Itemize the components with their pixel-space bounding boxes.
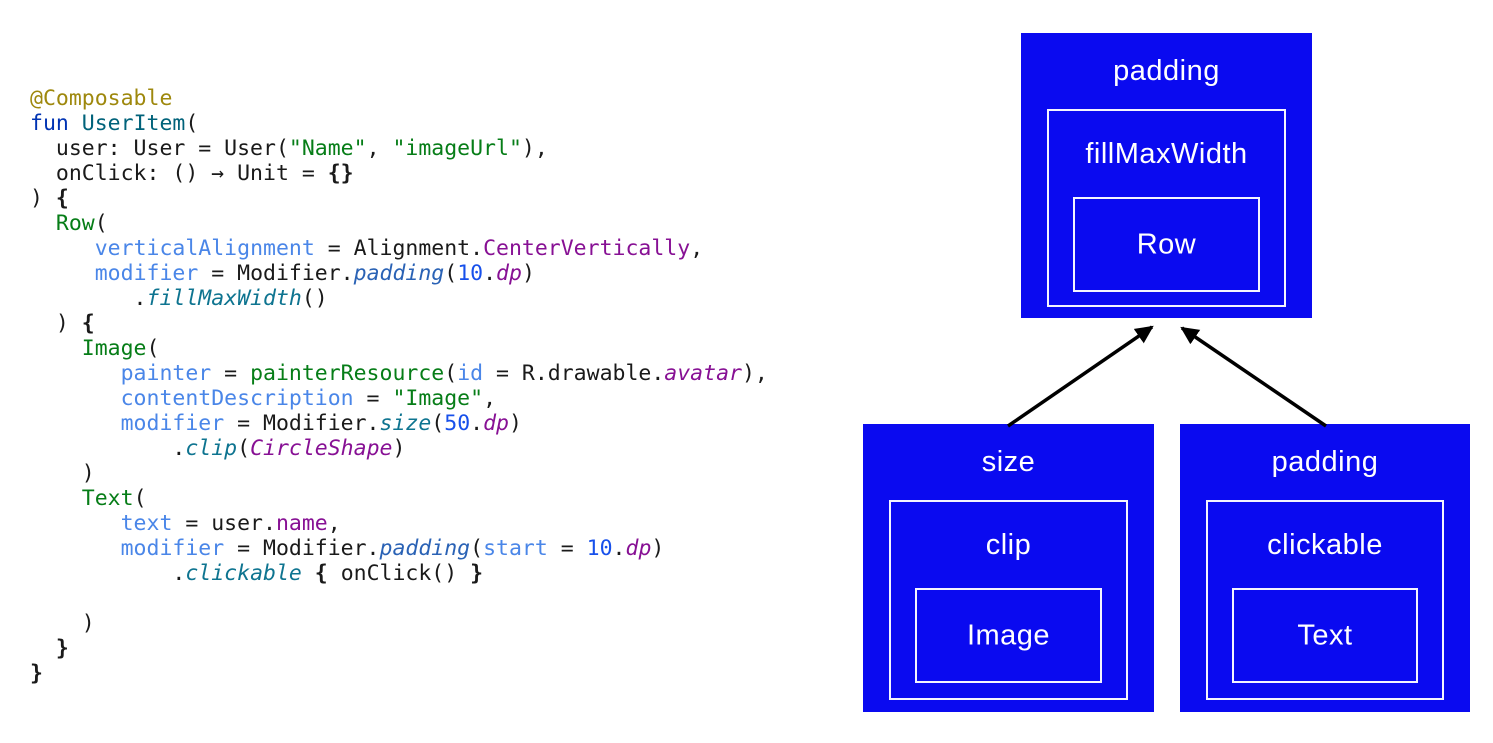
diagram-box-image-chain: size clip Image <box>863 424 1154 712</box>
composable-label-image: Image <box>966 619 1051 651</box>
code-line: fun UserItem( <box>30 111 199 136</box>
code-line: Row( <box>55 211 108 236</box>
code-line: modifier = Modifier.size(50.dp) <box>120 411 522 436</box>
code-line: modifier = Modifier.padding(start = 10.d… <box>120 536 665 561</box>
modifier-label-clickable: clickable <box>1267 529 1383 561</box>
arrow-text-to-row <box>1180 326 1327 428</box>
arrow-image-to-row <box>1007 325 1154 428</box>
code-line: painter = painterResource(id = R.drawabl… <box>120 361 768 386</box>
modifier-label-size: size <box>981 446 1036 478</box>
code-line: ) { <box>30 311 95 336</box>
modifier-label-clip: clip <box>985 529 1032 561</box>
code-line: ) { <box>30 186 69 211</box>
code-line: @Composable <box>30 86 173 111</box>
code-line: Image( <box>81 336 160 361</box>
modifier-label-padding-2: padding <box>1271 446 1379 478</box>
code-line: verticalAlignment = Alignment.CenterVert… <box>94 236 704 261</box>
code-line: Text( <box>81 486 147 511</box>
code-line: .fillMaxWidth() <box>30 286 328 311</box>
modifier-label-padding: padding <box>1113 55 1220 87</box>
code-line: ) <box>30 611 95 636</box>
code-line: } <box>30 661 43 686</box>
composable-label-text: Text <box>1297 619 1353 651</box>
composable-box-text: Text <box>1232 588 1418 683</box>
code-line: user: User = User("Name", "imageUrl"), <box>30 136 548 161</box>
code-line <box>30 586 768 611</box>
modifier-box-fillmaxwidth: fillMaxWidth Row <box>1047 109 1286 307</box>
code-line: onClick: () → Unit = {} <box>30 161 354 186</box>
modifier-box-clickable: clickable Text <box>1206 500 1444 700</box>
code-line: modifier = Modifier.padding(10.dp) <box>94 261 535 286</box>
diagram-box-row-chain: padding fillMaxWidth Row <box>1021 33 1312 318</box>
code-line: ) <box>30 461 95 486</box>
code-line: .clickable { onClick() } <box>30 561 484 586</box>
composable-box-image: Image <box>915 588 1102 683</box>
diagram-box-text-chain: padding clickable Text <box>1180 424 1470 712</box>
code-line: text = user.name, <box>120 511 341 536</box>
modifier-label-fillmaxwidth: fillMaxWidth <box>1085 138 1248 170</box>
composable-label-row: Row <box>1136 228 1197 260</box>
code-line: contentDescription = "Image", <box>120 386 497 411</box>
code-line: } <box>55 636 69 661</box>
modifier-box-clip: clip Image <box>889 500 1128 700</box>
code-line: .clip(CircleShape) <box>30 436 406 461</box>
composable-box-row: Row <box>1073 197 1260 292</box>
